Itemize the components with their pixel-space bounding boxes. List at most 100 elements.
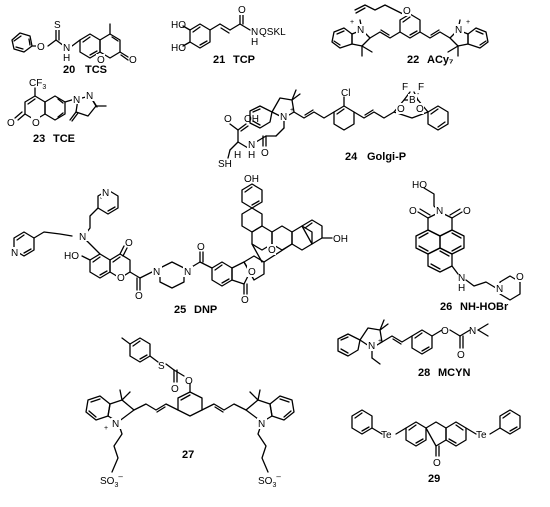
compound-24-atoms: N + Cl F F B - O O O OH O N H SH H [218, 82, 424, 170]
compound-20-number: 20 [63, 64, 75, 76]
atom-H: H [248, 150, 255, 161]
compound-24-number: 24 [345, 151, 358, 163]
atom-O: O [117, 273, 125, 284]
compound-21-atoms: HO HO O N H QSKL [171, 4, 286, 54]
atom-O: O [433, 458, 441, 469]
atom-N: N [102, 188, 109, 199]
atom-O: O [463, 206, 471, 217]
atom-N: N [258, 419, 265, 430]
atom-N: N [86, 91, 93, 102]
peptide-label: QSKL [259, 27, 286, 38]
atom-O: O [135, 291, 143, 302]
compound-26-name: NH-HOBr [460, 301, 509, 313]
atom-O: O [241, 295, 249, 306]
atom-O: O [261, 148, 269, 159]
atom-N: N [79, 232, 86, 243]
compound-20-structure [11, 23, 129, 61]
atom-N: N [496, 284, 503, 295]
atom-O: O [403, 6, 411, 17]
atom-O: O [409, 206, 417, 217]
atom-HO: HO [171, 20, 186, 31]
atom-Cl: Cl [341, 88, 350, 99]
atom-N: N [280, 112, 287, 123]
compound-28-name: MCYN [438, 367, 470, 379]
compound-25-structure [13, 183, 333, 295]
atom-HO: HO [64, 251, 79, 262]
atom-O: O [97, 55, 105, 66]
atom-Te: Te [476, 430, 487, 441]
atom-O: O [37, 42, 45, 53]
atom-O: O [32, 118, 40, 129]
atom-SH: SH [218, 159, 232, 170]
atom-O: O [125, 238, 133, 249]
atom-S: S [158, 361, 165, 372]
atom-O: O [171, 384, 179, 395]
atom-O: O [7, 118, 15, 129]
atom-N: N [357, 25, 364, 36]
atom-N: N [455, 25, 462, 36]
atom-N: N [73, 95, 80, 106]
atom-O: O [268, 245, 276, 256]
compound-22-name: ACy₇ [427, 54, 453, 66]
compound-25-atoms: N N N HO O O O N N O O O O OH OH [10, 174, 348, 306]
atom-N: N [251, 27, 258, 38]
atom-N: N [248, 140, 255, 151]
atom-N: N [11, 248, 18, 259]
charge-minus: - [417, 91, 420, 98]
atom-H: H [458, 283, 465, 294]
atom-O: O [416, 104, 424, 115]
atom-O: O [248, 267, 256, 278]
compound-21-number: 21 [213, 54, 225, 66]
compound-29-atoms: Te Te O [381, 430, 487, 469]
compound-28-number: 28 [418, 367, 430, 379]
atom-S: S [54, 20, 61, 31]
atom-O: O [129, 55, 137, 66]
atom-OH: OH [333, 234, 348, 245]
charge-plus: + [104, 425, 108, 432]
cf3-group: CF3 [29, 78, 46, 91]
atom-N: N [153, 267, 160, 278]
atom-OH: OH [244, 174, 259, 185]
charge-plus: + [378, 338, 382, 345]
compound-26-atoms: HO N O O N H N O [409, 180, 524, 295]
compound-21-structure [182, 13, 251, 49]
atom-H: H [234, 150, 241, 161]
atom-F: F [402, 82, 408, 93]
atom-N: N [112, 419, 119, 430]
atom-F: F [418, 82, 424, 93]
compound-21-name: TCP [233, 54, 255, 66]
atom-O: O [516, 272, 524, 283]
atom-N: N [63, 43, 70, 54]
compound-27-number: 27 [182, 449, 194, 461]
atom-N: N [458, 273, 465, 284]
atom-O: O [397, 104, 405, 115]
atom-O: O [457, 350, 465, 361]
compound-29-structure [351, 409, 521, 457]
atom-Te: Te [381, 430, 392, 441]
compound-23-structure [14, 87, 107, 122]
atom-O: O [441, 326, 449, 337]
compound-23-name: TCE [53, 133, 75, 145]
compound-23-number: 23 [33, 133, 45, 145]
atom-O: O [185, 376, 193, 387]
compound-28-atoms: N + O O N [367, 326, 476, 361]
charge-plus: + [466, 19, 470, 26]
atom-N: N [184, 267, 191, 278]
compound-27-atoms: S O O N + N SO3– SO3– [100, 361, 281, 489]
compound-29-number: 29 [428, 473, 440, 485]
charge-plus: + [350, 19, 354, 26]
atom-H: H [63, 53, 70, 64]
atom-O: O [197, 242, 205, 253]
atom-OH: OH [244, 114, 259, 125]
compound-24-name: Golgi-P [367, 151, 406, 163]
compound-22-atoms: O N + N + [350, 5, 470, 36]
atom-N: N [436, 206, 443, 217]
compound-28-structure [337, 319, 489, 365]
compound-22-number: 22 [407, 54, 419, 66]
compound-25-number: 25 [174, 304, 186, 316]
atom-N: N [368, 341, 375, 352]
compound-26-number: 26 [440, 301, 452, 313]
sulfonate-group-right: SO3– [258, 472, 281, 489]
compound-20-atoms: O S N H O O [36, 19, 137, 66]
